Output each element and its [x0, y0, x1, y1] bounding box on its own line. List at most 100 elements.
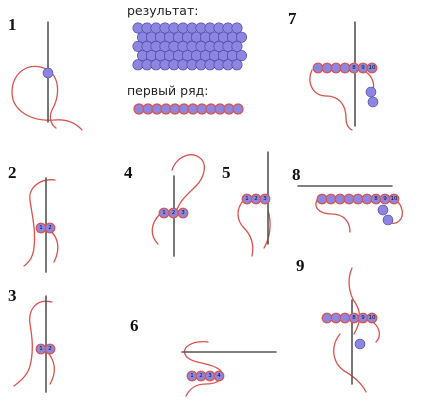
step-8-bead: [352, 193, 364, 205]
step-8-hanging-bead-1: [377, 204, 389, 216]
step-1-bead: [42, 67, 54, 79]
step-5-thread: [237, 199, 254, 257]
step-number-8: 8: [292, 165, 301, 184]
step-7-bead: [330, 62, 342, 74]
step-number-2: 2: [8, 163, 17, 182]
first-row-beads: [133, 103, 244, 115]
step-number-6: 6: [130, 316, 139, 335]
result-bead: [236, 50, 248, 62]
step-8-bead-label: 8: [374, 196, 378, 202]
step-8-hanging-bead-2: [382, 214, 394, 226]
step-6-bead-label: 1: [190, 373, 194, 379]
result-bead: [236, 31, 248, 43]
step-6-bead-label: 3: [208, 373, 212, 379]
step-7-bead: [366, 62, 378, 74]
step-7-bead: [312, 62, 324, 74]
step-number-7: 7: [288, 9, 297, 28]
step-7-bead: [339, 62, 351, 74]
step-7-bead-label: 10: [369, 65, 376, 71]
step-4-thread: [171, 154, 206, 213]
step-4-thread-b: [151, 213, 161, 245]
step-2-thread-b: [45, 227, 59, 263]
first-row-bead: [232, 103, 244, 115]
step-5-thread-b: [263, 209, 271, 249]
step-7-bead-label: 9: [361, 65, 365, 71]
step-7-hanging-bead-2: [367, 96, 379, 108]
step-9-bead-label: 10: [369, 315, 376, 321]
caption-first-row: первый ряд:: [127, 83, 208, 98]
step-8-thread: [315, 197, 351, 233]
step-3-thread: [13, 300, 53, 387]
step-number-9: 9: [296, 256, 305, 275]
step-3-bead-label: 2: [48, 346, 52, 352]
step-7-bead: [321, 62, 333, 74]
step-9-thread: [348, 267, 361, 335]
result-bead: [231, 59, 243, 71]
step-8-bead: [361, 193, 373, 205]
step-3-bead-label: 1: [39, 346, 43, 352]
step-4-bead-label: 1: [162, 210, 166, 216]
step-8-bead: [316, 193, 328, 205]
step-4-bead-label: 2: [172, 210, 176, 216]
step-number-4: 4: [124, 163, 133, 182]
step-9-bead: [330, 312, 342, 324]
step-4-bead: [177, 207, 189, 219]
step-5-bead-label: 1: [245, 196, 249, 202]
step-8-bead-label: 9: [383, 196, 387, 202]
step-9-thread-b: [333, 333, 367, 393]
step-8-bead: [334, 193, 346, 205]
step-5-bead-label: 2: [254, 196, 258, 202]
step-2-thread: [23, 179, 56, 267]
result-bead: [231, 40, 243, 52]
step-number-3: 3: [8, 286, 17, 305]
step-1-thread-tail: [47, 69, 59, 129]
step-2-bead: [44, 222, 56, 234]
step-8-bead: [325, 193, 337, 205]
step-6-bead-label: 2: [199, 373, 203, 379]
step-9-bead-label: 9: [361, 315, 365, 321]
step-8-bead: [343, 193, 355, 205]
step-9-hanging-bead: [354, 338, 366, 350]
step-3-bead: [44, 343, 56, 355]
step-8-bead-label: 10: [391, 196, 398, 202]
step-7-thread: [309, 69, 353, 131]
step-number-5: 5: [222, 163, 231, 182]
result-bead-panel: [132, 22, 248, 71]
step-1-illustration: [11, 21, 83, 131]
step-6-thread: [183, 341, 223, 397]
step-5-bead: [259, 193, 271, 205]
step-6-bead: [213, 370, 225, 382]
result-bead: [231, 22, 243, 34]
step-2-bead-label: 1: [39, 225, 43, 231]
step-9-bead: [366, 312, 378, 324]
step-2-bead-label: 2: [48, 225, 52, 231]
step-9-bead-label: 8: [352, 315, 356, 321]
step-8-bead: [388, 193, 400, 205]
step-9-bead: [339, 312, 351, 324]
step-7-hanging-bead-1: [365, 86, 377, 98]
step-4-bead-label: 3: [181, 210, 185, 216]
step-number-1: 1: [8, 15, 17, 34]
step-6-bead-label: 4: [217, 373, 221, 379]
step-1-thread: [11, 65, 83, 131]
step-7-bead-label: 8: [352, 65, 356, 71]
caption-result: результат:: [127, 3, 198, 18]
step-5-bead-label: 3: [263, 196, 267, 202]
step-9-bead: [321, 312, 333, 324]
